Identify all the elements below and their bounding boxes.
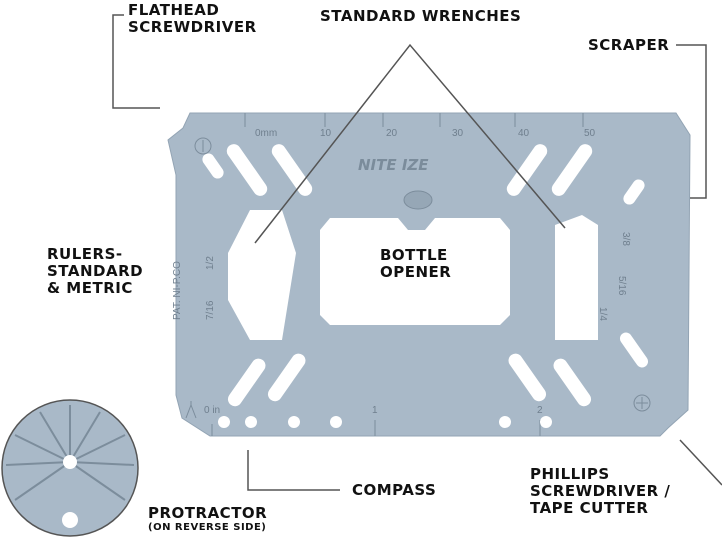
label-protractor-note: (ON REVERSE SIDE) xyxy=(148,522,267,533)
ruler-30: 30 xyxy=(452,128,464,139)
metric-ruler xyxy=(244,113,584,127)
label-protractor: PROTRACTOR (ON REVERSE SIDE) xyxy=(148,505,267,534)
label-bottle-line2: OPENER xyxy=(380,263,452,281)
compass-leader xyxy=(247,450,340,491)
label-bottle-line1: BOTTLE xyxy=(380,246,448,264)
label-compass: COMPASS xyxy=(352,481,437,499)
ruler-1in: 1 xyxy=(372,405,378,416)
flathead-leader xyxy=(112,14,160,109)
label-rulers: RULERS- STANDARD & METRIC xyxy=(47,246,143,297)
phillips-icon-cross xyxy=(636,397,648,409)
cutouts xyxy=(202,144,649,428)
leader-lines xyxy=(112,14,722,491)
label-protractor-title: PROTRACTOR xyxy=(148,504,268,522)
flathead-icon xyxy=(194,137,212,155)
phillips-leader xyxy=(679,439,722,486)
label-phillips-line1: PHILLIPS xyxy=(530,465,610,483)
compass-icon xyxy=(185,401,197,419)
ruler-50: 50 xyxy=(584,128,596,139)
size-1-2: 1/2 xyxy=(205,256,216,270)
wrenches-leader xyxy=(254,43,566,244)
bottle-cap-icon xyxy=(403,190,433,210)
brand-logo: NITE IZE xyxy=(358,156,429,174)
label-bottle-opener: BOTTLE OPENER xyxy=(380,246,452,281)
ruler-20: 20 xyxy=(386,128,398,139)
ruler-2in: 2 xyxy=(537,405,543,416)
size-3-8: 3/8 xyxy=(620,232,631,246)
label-rulers-line3: & METRIC xyxy=(47,279,133,297)
patent-text: PAT. NI-P.CO xyxy=(172,261,183,320)
label-flathead-line1: FLATHEAD xyxy=(128,1,220,19)
ruler-40: 40 xyxy=(518,128,530,139)
ruler-0mm: 0mm xyxy=(255,128,277,139)
label-wrenches: STANDARD WRENCHES xyxy=(320,7,522,25)
size-1-4: 1/4 xyxy=(597,307,608,321)
label-flathead-line2: SCREWDRIVER xyxy=(128,18,257,36)
wrench-cutout-right xyxy=(555,215,598,340)
label-flathead: FLATHEAD SCREWDRIVER xyxy=(128,2,257,36)
phillips-icon xyxy=(633,394,651,412)
size-5-16: 5/16 xyxy=(616,276,627,296)
label-rulers-line2: STANDARD xyxy=(47,262,144,280)
label-rulers-line1: RULERS- xyxy=(47,245,123,263)
label-phillips-line2: SCREWDRIVER / xyxy=(530,482,671,500)
label-scraper: SCRAPER xyxy=(588,36,670,54)
scraper-leader xyxy=(676,44,707,199)
bottle-opener-cutout xyxy=(320,218,510,325)
label-phillips-line3: TAPE CUTTER xyxy=(530,499,649,517)
label-phillips: PHILLIPS SCREWDRIVER / TAPE CUTTER xyxy=(530,466,670,517)
wrench-cutout-left xyxy=(228,210,296,340)
size-7-16: 7/16 xyxy=(205,300,216,320)
protractor-magnifier xyxy=(1,399,139,537)
ruler-0in: 0 in xyxy=(204,405,220,416)
ruler-10: 10 xyxy=(320,128,332,139)
inch-ruler xyxy=(211,420,541,436)
